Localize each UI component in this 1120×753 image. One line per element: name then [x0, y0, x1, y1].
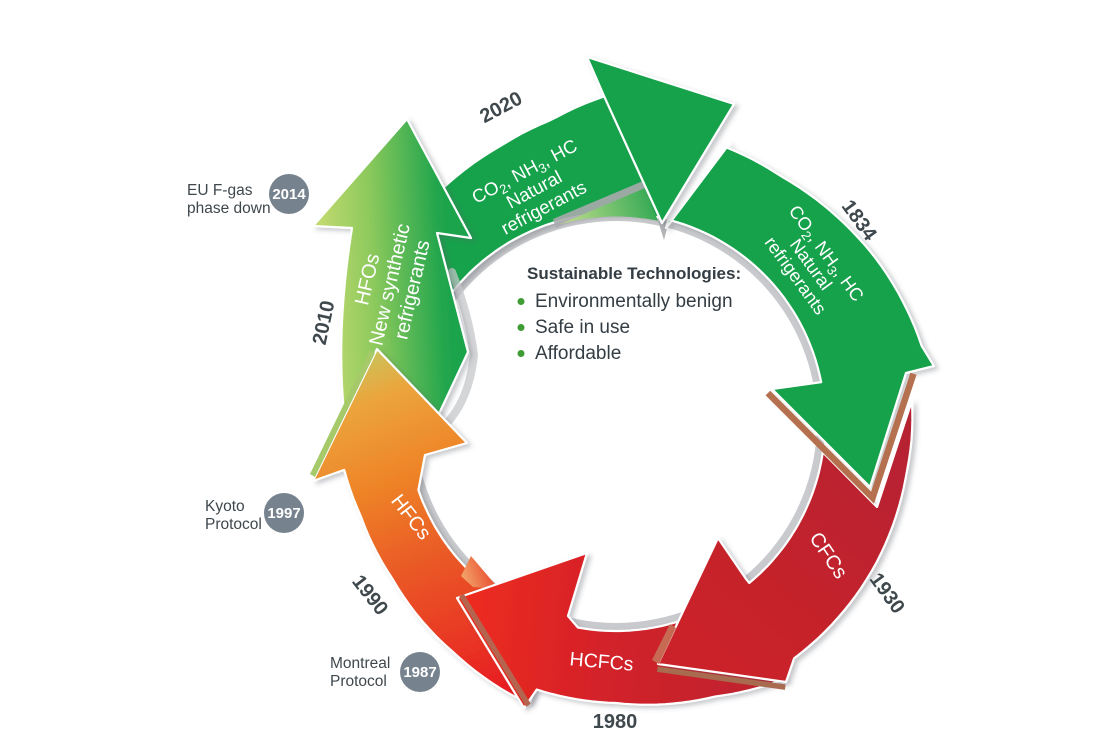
svg-text:Montreal: Montreal [330, 655, 390, 672]
svg-text:Sustainable Technologies:: Sustainable Technologies: [527, 264, 741, 283]
svg-text:Environmentally benign: Environmentally benign [535, 291, 733, 312]
svg-text:phase down: phase down [187, 200, 271, 217]
svg-text:1997: 1997 [267, 505, 300, 522]
svg-text:1987: 1987 [403, 664, 436, 681]
svg-text:Kyoto: Kyoto [205, 498, 245, 515]
svg-text:2014: 2014 [272, 186, 306, 203]
svg-text:Protocol: Protocol [205, 516, 262, 533]
svg-text:1980: 1980 [593, 711, 638, 733]
svg-text:Affordable: Affordable [535, 343, 621, 364]
svg-text:EU F-gas: EU F-gas [187, 182, 253, 199]
svg-text:Protocol: Protocol [330, 673, 387, 690]
svg-text:Safe in use: Safe in use [535, 317, 630, 338]
